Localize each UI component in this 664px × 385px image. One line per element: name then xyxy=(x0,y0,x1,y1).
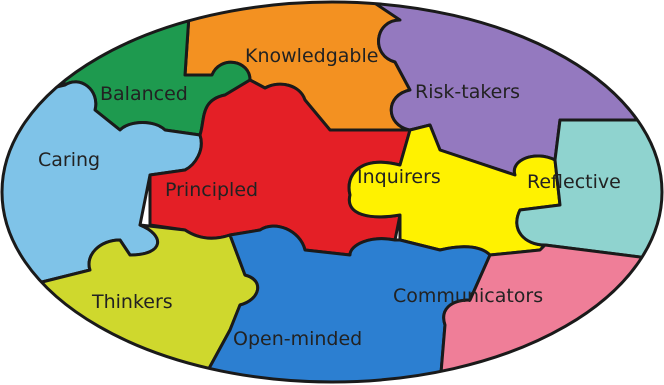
label-balanced: Balanced xyxy=(100,83,188,105)
label-open-minded: Open-minded xyxy=(233,328,362,350)
label-risk-takers: Risk-takers xyxy=(415,81,520,103)
label-inquirers: Inquirers xyxy=(357,166,441,188)
label-reflective: Reflective xyxy=(527,171,621,193)
label-knowledgable: Knowledgable xyxy=(245,45,378,67)
label-principled: Principled xyxy=(165,179,258,201)
label-communicators: Communicators xyxy=(393,285,543,307)
label-thinkers: Thinkers xyxy=(91,291,173,313)
label-caring: Caring xyxy=(38,149,100,171)
piece-open-minded xyxy=(198,224,492,382)
